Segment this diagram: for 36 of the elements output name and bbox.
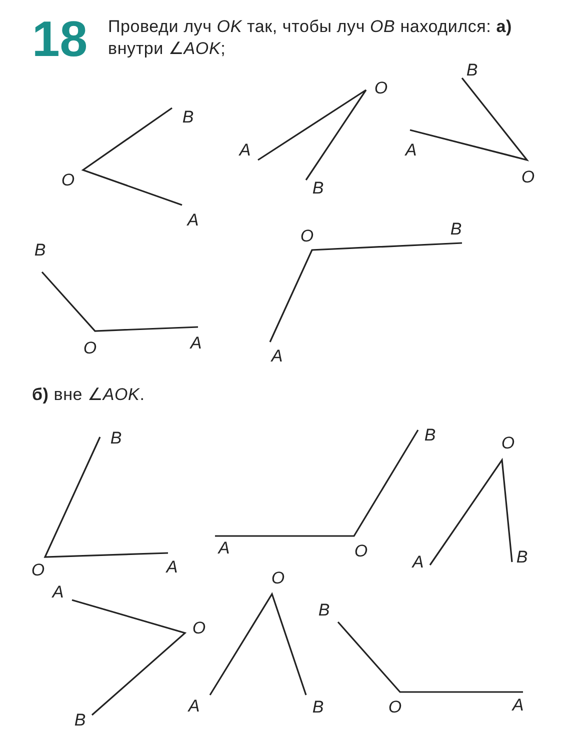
point-label: O: [501, 434, 515, 452]
point-label: A: [405, 142, 417, 158]
point-label: A: [166, 558, 178, 576]
task-text: Проведи луч OK так, чтобы луч OB находился: а) внутри ∠AOK;: [108, 16, 513, 60]
point-label: A: [271, 348, 283, 364]
point-label: B: [318, 602, 330, 618]
point-label: B: [450, 220, 462, 238]
point-label: B: [74, 712, 86, 728]
point-label: B: [466, 62, 478, 78]
point-label: A: [239, 142, 251, 158]
point-label: A: [188, 698, 200, 714]
point-label: B: [312, 180, 324, 196]
point-label: O: [61, 172, 75, 188]
point-label: A: [512, 696, 524, 714]
point-label: B: [516, 548, 528, 566]
point-label: O: [271, 570, 285, 586]
point-label: A: [187, 212, 199, 228]
exercise-number: 18: [32, 14, 88, 64]
point-label: O: [354, 542, 368, 560]
point-label: O: [374, 80, 388, 96]
point-label: O: [521, 168, 535, 186]
point-label: B: [110, 430, 122, 446]
point-label: B: [312, 698, 324, 716]
point-label: B: [34, 242, 46, 258]
point-label: O: [388, 698, 402, 716]
point-label: A: [190, 334, 202, 352]
point-label: O: [31, 562, 45, 578]
point-label: O: [192, 620, 206, 636]
point-label: B: [182, 108, 194, 126]
point-label: A: [218, 540, 230, 556]
point-label: B: [424, 426, 436, 444]
point-label: A: [52, 584, 64, 600]
point-label: A: [412, 554, 424, 570]
task-text: б) вне ∠AOK.: [32, 384, 146, 406]
point-label: O: [300, 228, 314, 244]
point-label: O: [83, 340, 97, 356]
